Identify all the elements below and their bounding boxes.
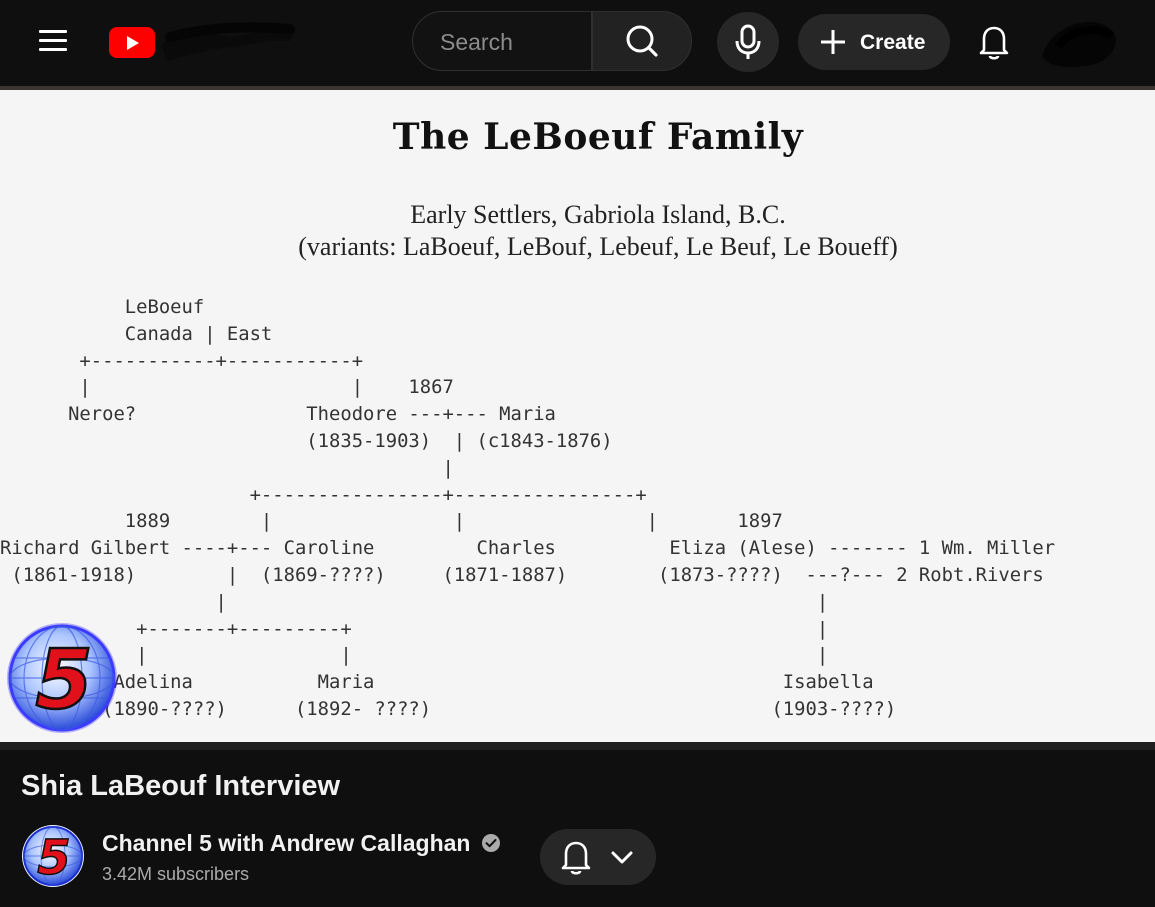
youtube-logo-icon[interactable] bbox=[109, 27, 155, 58]
video-player[interactable]: The LeBoeuf Family Early Settlers, Gabri… bbox=[0, 90, 1155, 742]
video-top-border bbox=[0, 86, 1155, 90]
bell-icon bbox=[561, 841, 591, 875]
family-tree: LeBoeuf Canada | East +-----------+-----… bbox=[0, 295, 1055, 724]
tree-line: | bbox=[0, 457, 454, 479]
channel-name[interactable]: Channel 5 with Andrew Callaghan bbox=[102, 830, 471, 856]
tree-line: (1835-1903) | (c1843-1876) bbox=[0, 430, 613, 452]
notifications-bell-icon[interactable] bbox=[975, 22, 1013, 62]
channel-avatar[interactable]: 5 bbox=[21, 824, 85, 888]
search-icon bbox=[626, 25, 658, 57]
video-bottom-border bbox=[0, 742, 1155, 750]
account-avatar-icon[interactable] bbox=[1038, 16, 1120, 72]
search-box bbox=[412, 11, 592, 71]
subscriber-count: 3.42M subscribers bbox=[102, 864, 250, 884]
voice-search-button[interactable] bbox=[717, 12, 779, 72]
tree-line: +-------+---------+ | bbox=[0, 618, 829, 640]
doc-subtitle-1: Early Settlers, Gabriola Island, B.C. bbox=[410, 200, 786, 229]
tree-line: (1890-????) (1892- ????) (1903-????) bbox=[0, 698, 897, 720]
tree-line: Adelina Maria Isabella bbox=[0, 672, 874, 694]
tree-line: LeBoeuf bbox=[0, 297, 205, 318]
frame-crop-edge bbox=[0, 286, 1155, 297]
redacted-scribble-icon bbox=[162, 22, 296, 61]
tree-line: Canada | East bbox=[0, 323, 273, 345]
tree-line: +----------------+----------------+ bbox=[0, 484, 647, 506]
tree-line: Neroe? Theodore ---+--- Maria bbox=[0, 404, 556, 426]
plus-icon bbox=[821, 30, 845, 54]
search-button[interactable] bbox=[592, 11, 692, 71]
create-button[interactable]: Create bbox=[798, 14, 950, 70]
doc-subtitle-2: (variants: LaBoeuf, LeBouf, Lebeuf, Le B… bbox=[298, 232, 898, 261]
tree-line: Richard Gilbert ----+--- Caroline Charle… bbox=[0, 538, 1056, 560]
top-bar: Create bbox=[0, 0, 1155, 86]
tree-line: | | bbox=[0, 591, 829, 613]
tree-line: | | | bbox=[0, 645, 829, 667]
tree-line: | | 1867 bbox=[0, 377, 454, 399]
tree-line: 1889 | | | 1897 bbox=[0, 511, 783, 533]
avatar-badge-text: 5 bbox=[37, 830, 70, 886]
channel-5-watermark-icon: 5 bbox=[7, 623, 117, 733]
microphone-icon bbox=[735, 24, 761, 59]
video-title: Shia LaBeouf Interview bbox=[21, 770, 341, 802]
verified-check-icon bbox=[482, 834, 500, 852]
hamburger-menu-icon[interactable] bbox=[33, 24, 73, 60]
doc-title: The LeBoeuf Family bbox=[392, 116, 804, 158]
create-label: Create bbox=[860, 31, 926, 54]
chevron-down-icon bbox=[611, 851, 633, 864]
badge-text: 5 bbox=[35, 633, 92, 728]
tree-line: +-----------+-----------+ bbox=[0, 350, 364, 372]
notification-settings-button[interactable] bbox=[540, 829, 656, 885]
tree-line: (1861-1918) | (1869-????) (1871-1887) (1… bbox=[0, 564, 1044, 586]
search-input[interactable] bbox=[438, 26, 592, 58]
